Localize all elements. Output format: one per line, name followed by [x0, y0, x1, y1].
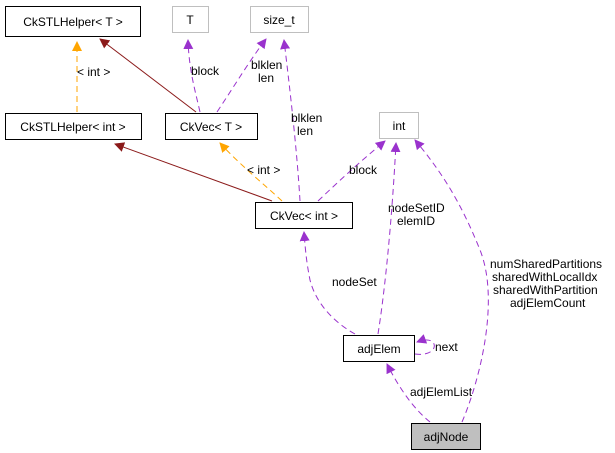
- edge-label-adjelemcount: adjElemCount: [510, 296, 586, 310]
- edge-label-elemid: elemID: [397, 214, 435, 228]
- edge-adjelem-int: [377, 142, 401, 335]
- svg-text:size_t: size_t: [263, 13, 295, 27]
- edge-ckvec-template: [219, 142, 283, 202]
- node-ckvec-t[interactable]: CkVec< T >: [165, 113, 258, 140]
- edge-label-adjelemlist: adjElemList: [410, 385, 473, 399]
- edge-ckvec-t-inherits-helper: [99, 38, 197, 113]
- edge-label-nodeset: nodeSet: [332, 275, 377, 289]
- svg-text:adjNode: adjNode: [424, 430, 469, 444]
- edge-adjelem-next: [414, 334, 435, 355]
- node-t: T: [172, 6, 209, 33]
- edge-label-sharedwithpartition: sharedWithPartition: [493, 283, 598, 297]
- svg-text:adjElem: adjElem: [357, 342, 400, 356]
- edge-label-helper-template: < int >: [77, 65, 110, 79]
- edge-label-blklen-t: blklen: [251, 58, 282, 72]
- edge-label-len-int: len: [297, 124, 313, 138]
- node-size-t: size_t: [250, 6, 309, 33]
- edge-ckvec-int-inherits-helper: [114, 142, 273, 202]
- node-int: int: [379, 112, 419, 139]
- svg-text:T: T: [186, 13, 194, 27]
- edge-adjnode-adjelemlist: [386, 363, 431, 423]
- edge-ckvec-t-block: [183, 39, 201, 113]
- edge-ckvec-int-block: [317, 140, 386, 202]
- edge-adjnode-int: [414, 139, 489, 423]
- edge-label-block-int: block: [349, 163, 378, 177]
- edge-label-blklen-int: blklen: [291, 111, 322, 125]
- node-ckstlhelper-t[interactable]: CkSTLHelper< T >: [5, 6, 141, 37]
- svg-text:CkSTLHelper< T >: CkSTLHelper< T >: [23, 15, 123, 29]
- edge-label-block-t: block: [191, 64, 220, 78]
- node-ckvec-int[interactable]: CkVec< int >: [255, 202, 353, 229]
- svg-text:CkSTLHelper< int >: CkSTLHelper< int >: [20, 120, 125, 134]
- edge-ckvec-int-size: [280, 39, 301, 202]
- svg-text:int: int: [393, 119, 406, 133]
- edge-label-nodesetid: nodeSetID: [388, 201, 445, 215]
- svg-text:CkVec< int >: CkVec< int >: [270, 209, 338, 223]
- edge-label-numsharedpartitions: numSharedPartitions: [490, 257, 602, 271]
- svg-text:CkVec< T >: CkVec< T >: [180, 120, 242, 134]
- node-ckstlhelper-int[interactable]: CkSTLHelper< int >: [5, 113, 142, 140]
- edge-label-sharedwithlocalidx: sharedWithLocalIdx: [492, 270, 597, 284]
- edge-adjelem-nodeset: [299, 231, 356, 335]
- node-adjnode: adjNode: [411, 423, 481, 450]
- edge-label-len-t: len: [258, 71, 274, 85]
- edge-label-next: next: [435, 340, 458, 354]
- node-adjelem[interactable]: adjElem: [343, 335, 415, 362]
- edge-label-ckvec-template: < int >: [247, 163, 280, 177]
